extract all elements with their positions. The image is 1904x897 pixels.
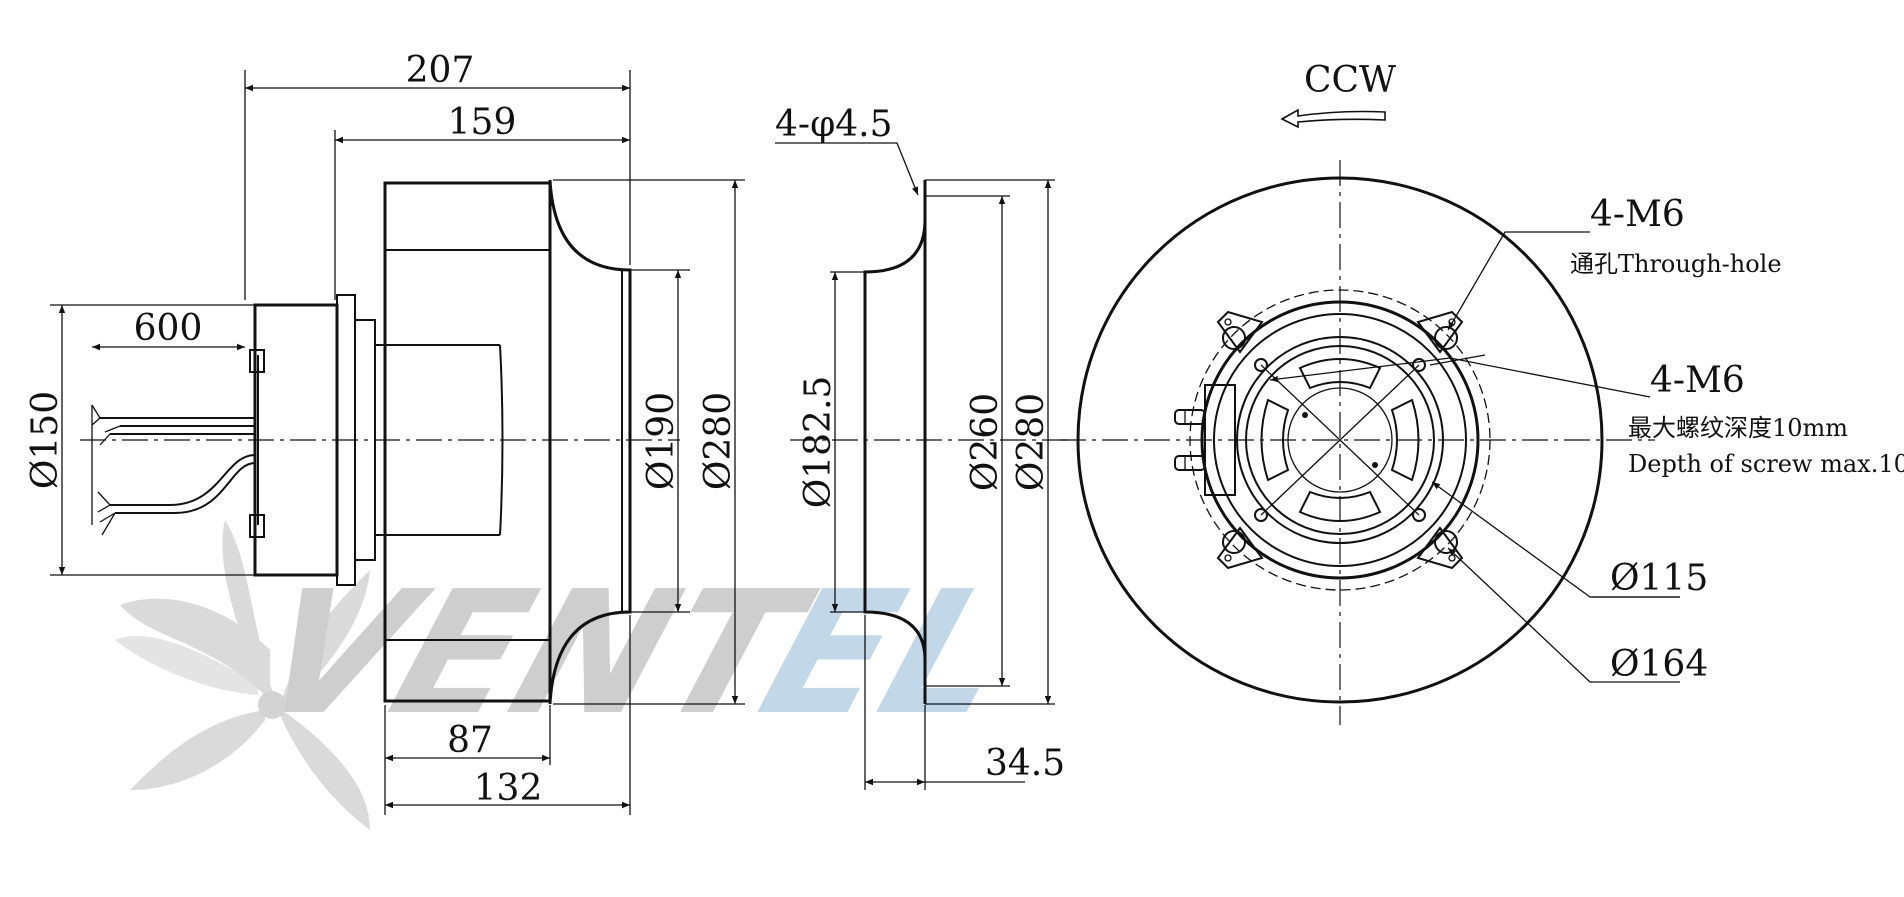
through-hole-desc: 通孔Through-hole bbox=[1570, 250, 1782, 278]
screw-desc-en: Depth of screw max.10mm bbox=[1628, 450, 1904, 478]
dim-inlet-diameter: Ø190 bbox=[641, 392, 682, 490]
dim-wheel-depth: 87 bbox=[447, 720, 493, 761]
cable-gland bbox=[1174, 384, 1236, 496]
front-view: CCW bbox=[1060, 60, 1904, 725]
dim-ring-outer-diameter: Ø280 bbox=[1011, 393, 1052, 491]
holes-label: 4-φ4.5 bbox=[775, 104, 893, 145]
screw-desc-cn: 最大螺纹深度10mm bbox=[1628, 414, 1848, 442]
through-hole-spec: 4-M6 bbox=[1590, 194, 1685, 235]
motor-body bbox=[249, 294, 504, 586]
dim-fan-length: 159 bbox=[448, 102, 517, 143]
dim-bolt-circle: Ø260 bbox=[965, 393, 1006, 491]
dim-motor-diameter: Ø150 bbox=[25, 391, 66, 489]
screw-spec: 4-M6 bbox=[1650, 360, 1745, 401]
dim-overall-length: 207 bbox=[406, 50, 475, 91]
impeller bbox=[383, 179, 632, 705]
dim-outer-diameter: Ø280 bbox=[698, 392, 739, 490]
ventel-logo: VENT EL bbox=[115, 520, 1035, 830]
fan-blade-logo-icon bbox=[115, 520, 370, 830]
logo-text: VENT bbox=[235, 555, 831, 753]
inlet-ring-view: 4-φ4.5 Ø182.5 Ø260 Ø280 34.5 bbox=[775, 104, 1075, 790]
rotation-arrow-icon bbox=[1280, 108, 1386, 129]
dim-housing-depth: 132 bbox=[474, 768, 543, 809]
side-view: 207 159 600 Ø150 Ø190 Ø280 87 132 bbox=[25, 50, 745, 815]
cable-harness bbox=[91, 404, 256, 536]
rotation-label: CCW bbox=[1304, 60, 1396, 101]
dim-throat-diameter: Ø182.5 bbox=[798, 376, 839, 509]
dim-ring-depth: 34.5 bbox=[985, 743, 1065, 784]
dim-circle-small: Ø115 bbox=[1610, 558, 1708, 599]
dim-cable-length: 600 bbox=[134, 308, 203, 349]
dim-circle-large: Ø164 bbox=[1610, 644, 1708, 685]
